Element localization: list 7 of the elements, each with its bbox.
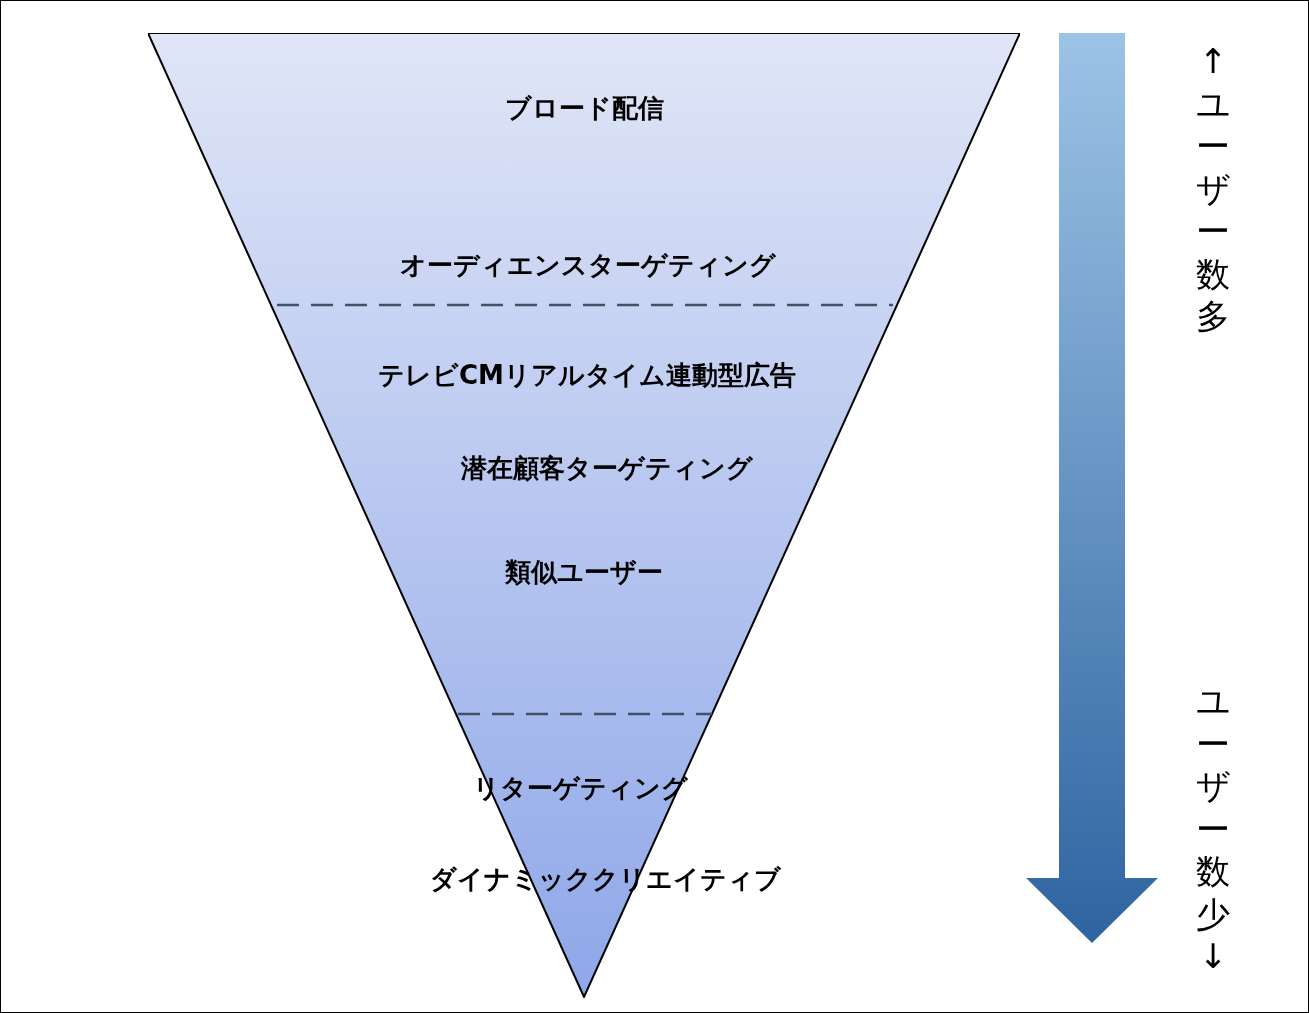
funnel-label: 潜在顧客ターゲティング [461, 455, 753, 481]
funnel-label: ブロード配信 [504, 95, 664, 121]
funnel-label: テレビCMリアルタイム連動型広告 [378, 362, 796, 388]
vertical-label: ユーザー数少↓ [1195, 680, 1231, 978]
funnel-label: 類似ユーザー [505, 559, 663, 585]
vertical-label: ↑ユーザー数多 [1195, 40, 1231, 338]
funnel-label: オーディエンスターゲティング [400, 252, 776, 278]
